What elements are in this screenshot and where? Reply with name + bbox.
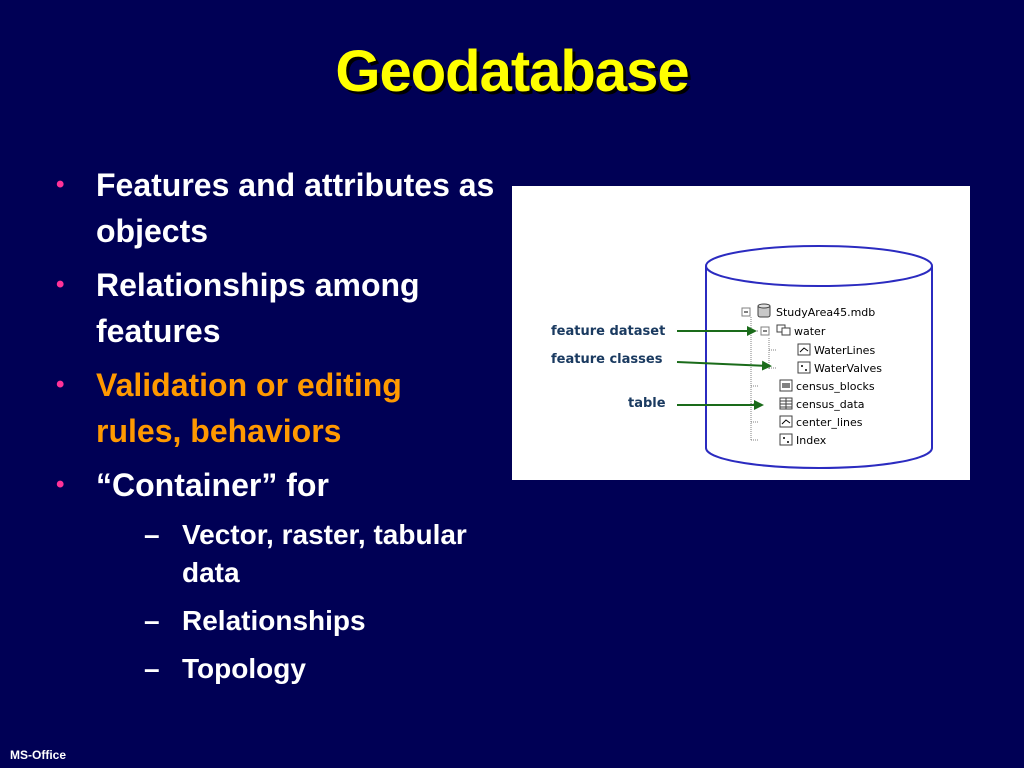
- table-icon: [779, 397, 793, 410]
- database-icon: [757, 303, 771, 318]
- bullet-features: • Features and attributes as objects: [56, 162, 496, 254]
- tree-item-studyarea: StudyArea45.mdb: [776, 306, 875, 319]
- dash-icon: –: [144, 653, 160, 684]
- bullet-validation: • Validation or editing rules, behaviors: [56, 362, 496, 454]
- label-feature-classes: feature classes: [551, 352, 663, 367]
- label-feature-dataset: feature dataset: [551, 324, 665, 339]
- tree-item-census-blocks: census_blocks: [796, 380, 875, 393]
- sub-bullet-text: Topology: [182, 653, 306, 684]
- bullet-icon: •: [56, 271, 65, 298]
- bullet-list: • Features and attributes as objects • R…: [56, 162, 496, 698]
- bullet-icon: •: [56, 171, 65, 198]
- bullet-relationships: • Relationships among features: [56, 262, 496, 354]
- arrow-feature-classes: [676, 360, 772, 371]
- sub-bullet-data-types: – Vector, raster, tabular data: [144, 516, 496, 592]
- collapse-toggle-icon: [741, 307, 751, 317]
- point-feature-class-icon: [779, 433, 793, 446]
- point-feature-class-icon: [797, 361, 811, 374]
- tree-item-water: water: [794, 325, 826, 338]
- sub-bullet-text: Vector, raster, tabular data: [182, 519, 467, 588]
- footer-label: MS-Office: [10, 748, 67, 762]
- tree-item-center-lines: center_lines: [796, 416, 863, 429]
- line-feature-class-icon: [779, 415, 793, 428]
- tree-item-census-data: census_data: [796, 398, 865, 411]
- bullet-text: Validation or editing rules, behaviors: [96, 367, 402, 449]
- feature-dataset-icon: [776, 324, 791, 336]
- sub-bullet-list: – Vector, raster, tabular data – Relatio…: [144, 516, 496, 688]
- sub-bullet-topology: – Topology: [144, 650, 496, 688]
- collapse-toggle-icon: [760, 326, 770, 336]
- bullet-text: “Container” for: [96, 467, 329, 503]
- dash-icon: –: [144, 519, 160, 550]
- tree-item-waterlines: WaterLines: [814, 344, 875, 357]
- bullet-text: Relationships among features: [96, 267, 420, 349]
- line-feature-class-icon: [797, 343, 811, 356]
- slide-title: Geodatabase: [335, 39, 689, 104]
- geodatabase-figure: StudyArea45.mdb water WaterLines WaterVa…: [512, 186, 970, 480]
- tree-connectors: [750, 317, 777, 441]
- bullet-icon: •: [56, 371, 65, 398]
- bullet-icon: •: [56, 471, 65, 498]
- tree-item-index: Index: [796, 434, 827, 447]
- bullet-container: • “Container” for – Vector, raster, tabu…: [56, 462, 496, 688]
- dash-icon: –: [144, 605, 160, 636]
- sub-bullet-text: Relationships: [182, 605, 366, 636]
- label-table: table: [628, 396, 666, 411]
- tree-item-watervalves: WaterValves: [814, 362, 882, 375]
- polygon-feature-class-icon: [779, 379, 793, 392]
- sub-bullet-relationships: – Relationships: [144, 602, 496, 640]
- geodatabase-diagram: StudyArea45.mdb water WaterLines WaterVa…: [551, 245, 933, 469]
- bullet-text: Features and attributes as objects: [96, 167, 495, 249]
